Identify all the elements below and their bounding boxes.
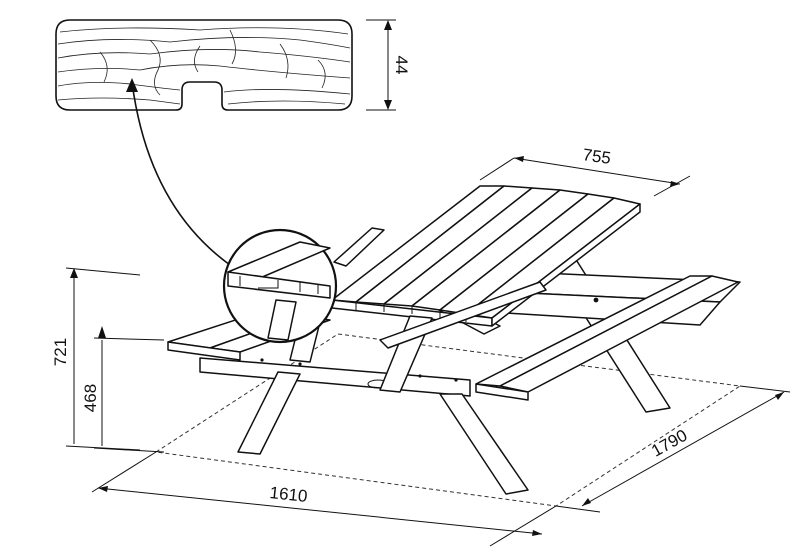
width-label: 1790 [648, 426, 690, 461]
plank-cross-section [55, 19, 396, 111]
dimension-table-height [65, 267, 141, 451]
plank-thickness-label: 44 [392, 56, 411, 75]
dimension-width [555, 385, 791, 513]
picnic-table [167, 185, 741, 495]
length-label: 1610 [269, 483, 309, 506]
seat-height-label: 468 [81, 384, 100, 412]
footprint-outline [154, 333, 742, 507]
dimension-seat-height [93, 326, 165, 453]
detail-arrow [126, 78, 251, 279]
dimension-length [91, 451, 557, 547]
dimension-depth [479, 156, 691, 197]
depth-label: 755 [581, 145, 612, 168]
table-height-label: 721 [51, 338, 70, 366]
detail-magnifier [222, 228, 338, 344]
